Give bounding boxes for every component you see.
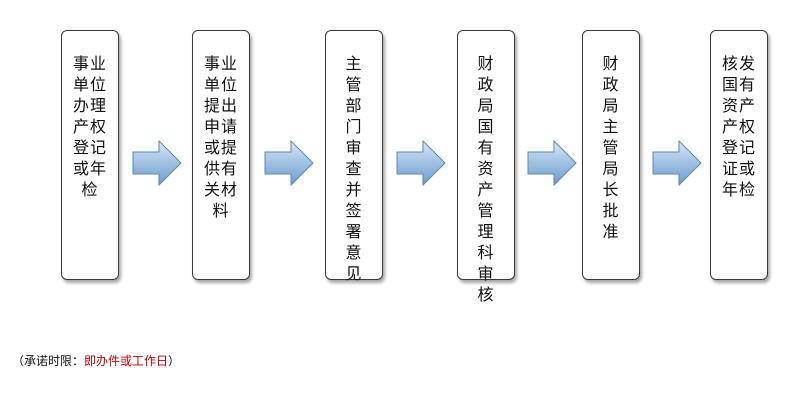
step-label-4: 财 政 局 国 有 资 产 管 理 科 审 核 (477, 54, 495, 304)
step-box-3: 主 管 部 门 审 查 并 签 署 意 见 (325, 30, 383, 283)
flow-arrow-icon (132, 140, 182, 186)
step-label-1: 事业 单位 办理 产权 登记 或年 检 (72, 54, 107, 199)
flow-arrow-icon (396, 140, 446, 186)
note-highlight: 即办件或工作日 (84, 354, 169, 368)
step-label-5: 财 政 局 主 管 局 长 批 准 (602, 54, 620, 241)
step-label-2: 事业 单位 提出 申请 或提 供有 关材 料 (203, 54, 238, 220)
note-prefix: （承诺时限： (12, 354, 85, 368)
step-box-4: 财 政 局 国 有 资 产 管 理 科 审 核 (457, 30, 515, 304)
time-limit-note: （承诺时限：即办件或工作日） (12, 353, 180, 369)
note-suffix: ） (168, 354, 181, 368)
step-box-6: 核发 国有 资产 产权 登记 证或 年检 (710, 30, 768, 280)
step-label-3: 主 管 部 门 审 查 并 签 署 意 见 (345, 54, 363, 283)
flow-arrow-icon (527, 140, 577, 186)
step-box-5: 财 政 局 主 管 局 长 批 准 (582, 30, 640, 280)
flow-arrow-icon (652, 140, 702, 186)
step-label-6: 核发 国有 资产 产权 登记 证或 年检 (721, 54, 756, 199)
step-box-1: 事业 单位 办理 产权 登记 或年 检 (61, 30, 119, 280)
step-box-2: 事业 单位 提出 申请 或提 供有 关材 料 (192, 30, 250, 280)
flow-arrow-icon (264, 140, 314, 186)
